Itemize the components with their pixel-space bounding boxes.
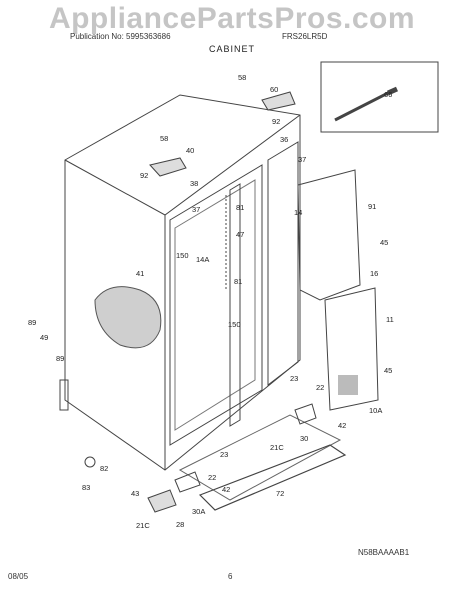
callout-28: 28	[176, 520, 184, 529]
callout-23: 23	[220, 450, 228, 459]
callout-72: 72	[276, 489, 284, 498]
fresh-food-liner	[267, 141, 299, 387]
toe-grille	[198, 444, 347, 511]
footer-date: 08/05	[8, 572, 29, 581]
callout-10A: 10A	[369, 406, 382, 415]
callout-23: 23	[290, 374, 298, 383]
callout-40: 40	[186, 146, 194, 155]
inset-part-66	[334, 90, 391, 122]
callout-14A: 14A	[196, 255, 209, 264]
callout-45: 45	[384, 366, 392, 375]
mullion	[229, 183, 241, 427]
callout-81: 81	[236, 203, 244, 212]
hinge-cover-right	[261, 91, 296, 111]
watermark: AppliancePartsPros.com	[48, 2, 416, 35]
cabinet-shell	[64, 94, 301, 471]
callout-81: 81	[234, 277, 242, 286]
callout-36: 36	[280, 135, 288, 144]
drawing-code: N58BAAAAB1	[358, 548, 410, 557]
callout-11: 11	[386, 315, 394, 324]
callout-42: 42	[222, 485, 230, 494]
bottom-hinge	[147, 489, 177, 513]
callout-21C: 21C	[270, 443, 284, 452]
callout-60: 60	[270, 85, 278, 94]
callout-30: 30	[300, 434, 308, 443]
callout-22: 22	[316, 383, 324, 392]
callout-150: 150	[176, 251, 189, 260]
callout-42: 42	[338, 421, 346, 430]
back-panel	[297, 169, 361, 301]
freezer-liner	[169, 164, 263, 446]
callout-37: 37	[298, 155, 306, 164]
callout-92: 92	[272, 117, 280, 126]
section-title: CABINET	[208, 44, 255, 54]
callout-89: 89	[56, 354, 64, 363]
callout-47: 47	[236, 230, 244, 239]
inset-frame	[320, 61, 439, 133]
callout-91: 91	[368, 202, 376, 211]
callout-37: 37	[192, 205, 200, 214]
insulation-patch	[94, 286, 162, 349]
callout-45: 45	[380, 238, 388, 247]
callout-89: 89	[28, 318, 36, 327]
callout-83: 83	[82, 483, 90, 492]
label-plate	[324, 287, 379, 411]
publication-number: Publication No: 5995363686	[70, 32, 171, 41]
model-number: FRS26LR5D	[282, 32, 328, 41]
callout-150: 150	[228, 320, 241, 329]
callout-16: 16	[370, 269, 378, 278]
callout-30A: 30A	[192, 507, 205, 516]
callout-21C: 21C	[136, 521, 150, 530]
callout-49: 49	[40, 333, 48, 342]
callout-58: 58	[160, 134, 168, 143]
hinge-cover-left	[149, 157, 187, 177]
callout-43: 43	[131, 489, 139, 498]
page-number: 6	[228, 572, 233, 581]
callout-66: 66	[384, 90, 392, 99]
callout-92: 92	[140, 171, 148, 180]
callout-82: 82	[100, 464, 108, 473]
leveler-leg	[84, 456, 96, 468]
callout-14: 14	[294, 208, 302, 217]
callout-58: 58	[238, 73, 246, 82]
callout-22: 22	[208, 473, 216, 482]
callout-38: 38	[190, 179, 198, 188]
callout-41: 41	[136, 269, 144, 278]
